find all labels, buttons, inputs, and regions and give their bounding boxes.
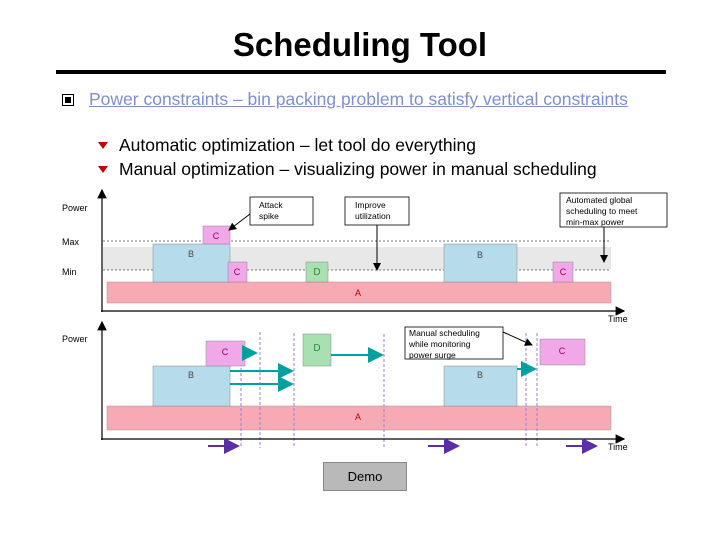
automated-scheduling-callout <box>559 192 668 228</box>
d2-power-label: Power <box>62 334 88 344</box>
d2-block-c-right-label: C <box>559 346 566 356</box>
d2-block-c-right <box>539 338 586 366</box>
manual-callout-line1: Manual scheduling <box>409 328 480 338</box>
d2-time-label: Time <box>608 442 628 452</box>
d1-time-label: Time <box>608 314 628 324</box>
block-c-spike-label: C <box>213 231 220 241</box>
attack-arrow <box>228 213 251 231</box>
d2-block-c-left <box>205 340 246 367</box>
subbullet-1: Automatic optimization – let tool do eve… <box>98 135 476 156</box>
triangle-bullet-icon <box>98 166 108 173</box>
block-b-right-label: B <box>477 250 483 260</box>
attack-callout-line2: spike <box>259 211 279 221</box>
title-rule <box>56 70 666 74</box>
slide-title: Scheduling Tool <box>232 26 488 63</box>
improve-utilization-callout <box>344 196 410 226</box>
demo-button[interactable]: Demo <box>323 462 407 491</box>
block-b-right <box>443 243 518 283</box>
triangle-bullet-icon <box>98 142 108 149</box>
improve-callout-line2: utilization <box>355 211 391 221</box>
d2-block-b-left-label: B <box>188 370 194 380</box>
block-a-label: A <box>355 288 361 298</box>
block-b-left-label: B <box>188 249 194 259</box>
manual-callout-line2: while monitoring <box>408 339 471 349</box>
d2-block-d-label: D <box>313 343 320 354</box>
d2-block-a-label: A <box>355 412 361 422</box>
d2-block-b-right <box>443 365 518 407</box>
subbullet-2-text: Manual optimization – visualizing power … <box>119 159 597 179</box>
block-d-label: D <box>313 267 320 278</box>
block-c-spike <box>202 225 231 245</box>
attack-spike-callout <box>249 196 314 226</box>
automated-callout-line1: Automated global <box>566 195 632 205</box>
block-a <box>106 281 612 304</box>
block-b-left <box>152 243 231 283</box>
attack-callout-line1: Attack <box>259 200 283 210</box>
main-bullet-link[interactable]: Power constraints – bin packing problem … <box>89 89 628 109</box>
manual-callout-line3: power surge <box>409 350 456 360</box>
d2-block-b-left <box>152 365 231 407</box>
subbullet-2: Manual optimization – visualizing power … <box>98 159 597 180</box>
manual-scheduling-callout <box>404 326 504 360</box>
automated-callout-line2: scheduling to meet <box>566 206 638 216</box>
d1-power-label: Power <box>62 203 88 213</box>
block-d <box>305 261 329 283</box>
block-c-right-label: C <box>560 267 567 277</box>
automated-callout-line3: min-max power <box>566 217 624 227</box>
d2-block-c-left-label: C <box>222 347 229 357</box>
block-c-mid <box>227 261 248 283</box>
manual-arrow <box>502 331 533 346</box>
checkbox-bullet-icon <box>62 94 74 106</box>
max-label: Max <box>62 237 80 247</box>
subbullet-1-text: Automatic optimization – let tool do eve… <box>119 135 476 155</box>
block-c-right <box>552 261 574 283</box>
d2-block-a <box>106 405 612 431</box>
d2-block-d <box>302 333 332 367</box>
improve-callout-line1: Improve <box>355 200 386 210</box>
d2-block-b-right-label: B <box>477 370 483 380</box>
block-c-mid-label: C <box>234 267 241 277</box>
min-label: Min <box>62 267 77 277</box>
